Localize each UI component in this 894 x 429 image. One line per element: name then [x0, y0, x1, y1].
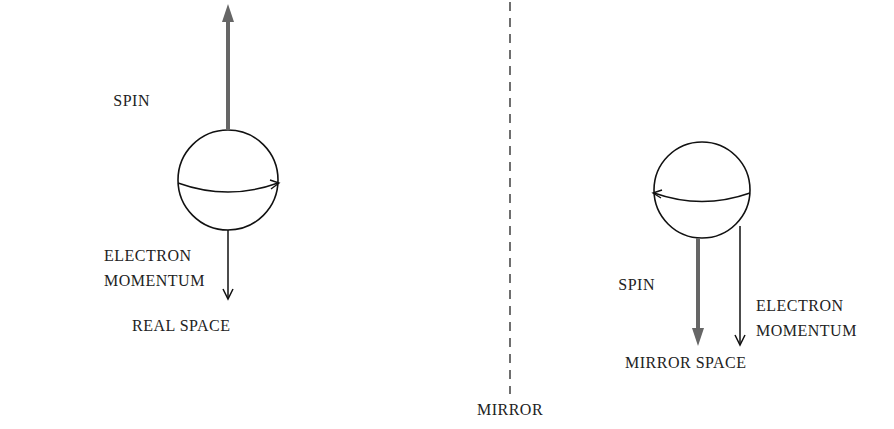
- spin-arrow: [696, 238, 700, 330]
- rotation-arc: [178, 183, 278, 192]
- mirror-label: MIRROR: [477, 397, 543, 422]
- momentum-arrow: [739, 226, 741, 344]
- momentum-label: ELECTRON MOMENTUM: [756, 293, 876, 343]
- rotation-arrowhead: [270, 180, 279, 189]
- mirror-line: [509, 2, 510, 394]
- spin-arrow: [226, 20, 230, 130]
- momentum-arrowhead: [735, 335, 745, 345]
- momentum-arrowhead: [223, 289, 233, 299]
- rotation-arrowhead: [653, 190, 662, 198]
- rotation-arc: [654, 193, 750, 202]
- space-label: REAL SPACE: [132, 313, 231, 338]
- momentum-label: ELECTRON MOMENTUM: [104, 243, 224, 293]
- spin-arrowhead: [692, 328, 704, 346]
- sphere: [178, 130, 278, 230]
- spin-arrowhead: [222, 4, 234, 22]
- momentum-arrow: [227, 230, 229, 298]
- space-label: MIRROR SPACE: [625, 350, 746, 375]
- sphere: [654, 142, 750, 238]
- spin-label: SPIN: [618, 272, 655, 297]
- spin-label: SPIN: [113, 88, 150, 113]
